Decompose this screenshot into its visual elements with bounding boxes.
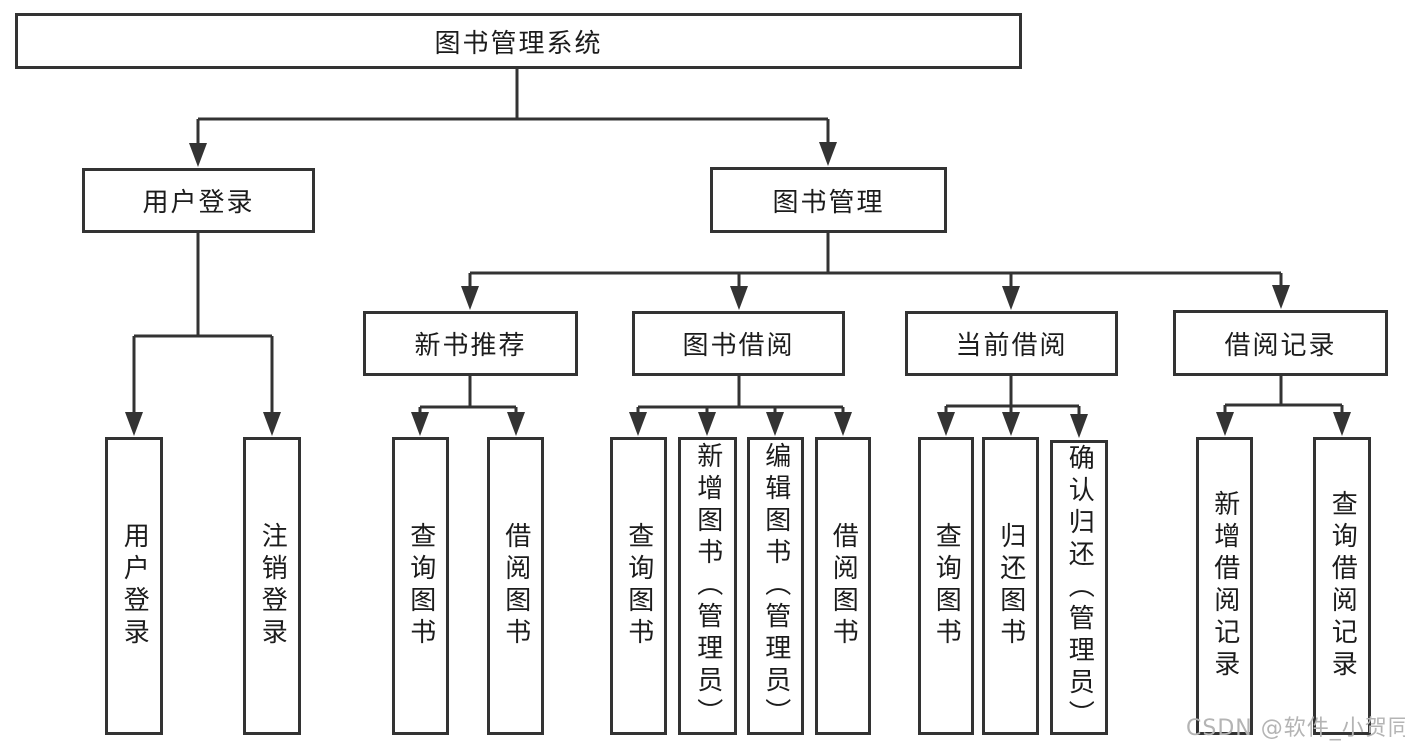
node-leaf-edit-books-admin: 编辑图书（管理员） [747,437,804,735]
node-leaf-query-borrow-record-label: 查询借阅记录 [1327,490,1358,682]
node-leaf-query-books-1-label: 查询图书 [405,522,436,650]
node-leaf-query-borrow-record: 查询借阅记录 [1313,437,1371,735]
node-leaf-borrow-books-1-label: 借阅图书 [500,522,531,650]
node-root-system: 图书管理系统 [15,13,1022,69]
node-leaf-add-borrow-record-label: 新增借阅记录 [1209,490,1240,682]
node-leaf-user-login: 用户登录 [105,437,163,735]
node-leaf-borrow-books-2: 借阅图书 [815,437,871,735]
node-user-login: 用户登录 [82,168,315,233]
node-leaf-confirm-return-admin: 确认归还（管理员） [1050,440,1108,735]
node-borrowing-records-label: 借阅记录 [1224,330,1337,361]
node-leaf-logout: 注销登录 [243,437,301,735]
node-leaf-borrow-books-1: 借阅图书 [487,437,544,735]
node-book-borrowing-label: 图书借阅 [682,331,795,361]
node-book-borrowing: 图书借阅 [632,311,845,376]
node-leaf-query-books-1: 查询图书 [392,437,449,735]
node-borrowing-records: 借阅记录 [1173,310,1388,376]
node-leaf-return-books: 归还图书 [982,437,1039,735]
node-new-book-recommend-label: 新书推荐 [414,331,527,361]
node-leaf-confirm-return-admin-label: 确认归还（管理员） [1064,443,1095,732]
node-leaf-add-books-admin: 新增图书（管理员） [678,437,737,735]
csdn-watermark: CSDN @软件_小贺同学 [1186,716,1405,741]
node-book-management-label: 图书管理 [772,187,885,218]
node-leaf-edit-books-admin-label: 编辑图书（管理员） [760,442,791,730]
node-leaf-user-login-label: 用户登录 [119,522,150,650]
node-root-system-label: 图书管理系统 [434,28,603,59]
node-leaf-query-books-3-label: 查询图书 [931,522,962,650]
node-leaf-borrow-books-2-label: 借阅图书 [828,522,859,650]
node-current-borrowing-label: 当前借阅 [955,331,1068,361]
node-leaf-query-books-2-label: 查询图书 [623,522,654,650]
node-leaf-query-books-2: 查询图书 [610,437,667,735]
node-new-book-recommend: 新书推荐 [363,311,578,376]
node-leaf-return-books-label: 归还图书 [995,522,1026,650]
node-leaf-add-books-admin-label: 新增图书（管理员） [692,442,723,730]
node-leaf-query-books-3: 查询图书 [918,437,974,735]
node-leaf-logout-label: 注销登录 [257,522,288,650]
node-current-borrowing: 当前借阅 [905,311,1118,376]
arrowhead-icons [125,142,1351,438]
node-book-management: 图书管理 [710,167,947,233]
node-user-login-label: 用户登录 [142,188,255,218]
node-leaf-add-borrow-record: 新增借阅记录 [1196,437,1253,735]
